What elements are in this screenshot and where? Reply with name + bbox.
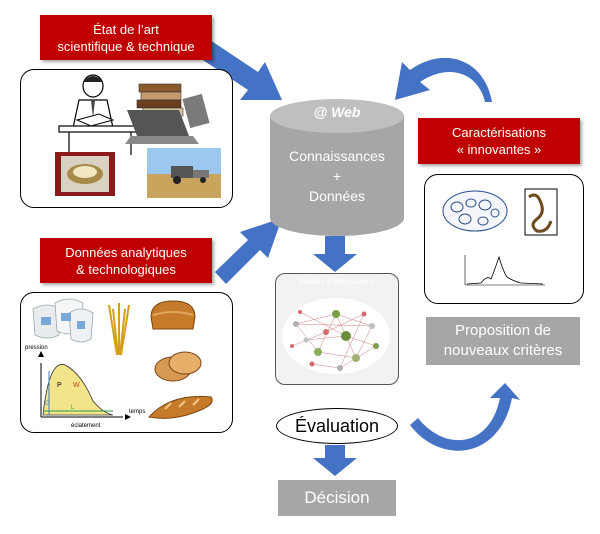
cylinder-shape [270, 99, 404, 236]
arrow-etat-to-web [200, 40, 282, 100]
donnees-panel: pression temps éclatement P W L G [20, 292, 233, 433]
caracterisations-box: Caractérisations « innovantes » [418, 118, 580, 164]
proposition-line2: nouveaux critères [443, 342, 563, 359]
web-label: @ Web [313, 104, 361, 120]
etat-label-line1: État de l’art [93, 21, 159, 37]
etat-illustrations [55, 74, 221, 198]
fiber-image [524, 188, 558, 236]
carac-illustrations [442, 188, 558, 286]
etat-label-line2: scientifique & technique [57, 38, 195, 54]
books-laptop-illustration [125, 83, 210, 144]
wheat-illustration [108, 303, 130, 356]
p-label: P [57, 382, 62, 389]
carac-label-line1: Caractérisations [452, 125, 546, 140]
evaluation-node: Évaluation [276, 408, 398, 444]
proposition-line1: Proposition de [455, 322, 551, 339]
eclatement-label: éclatement [71, 423, 101, 429]
bread-loaf [150, 300, 196, 330]
lab-photo [55, 152, 115, 196]
w-label: W [73, 382, 80, 389]
spectrum-chart [464, 255, 545, 286]
harvest-photo [147, 148, 221, 198]
microstructure-illustration [442, 190, 508, 232]
cylinder-text: Connaissances + Données [268, 146, 406, 206]
pression-label: pression [25, 345, 48, 351]
flour-bags-illustration [32, 298, 94, 343]
arrow-eval-to-decision [313, 445, 357, 476]
evaluation-label: Évaluation [294, 415, 380, 436]
decision-label: Décision [304, 488, 370, 507]
donnees-label-line2: & technologiques [76, 261, 176, 277]
donnees-label-line1: Données analytiques [65, 244, 187, 260]
connaissances-label: Connaissances [289, 148, 385, 164]
plus-label: + [332, 168, 342, 184]
donnees-cyl-label: Données [308, 188, 366, 204]
caracterisations-panel [424, 174, 584, 304]
etat-panel [20, 69, 233, 208]
alveograph-chart: pression temps éclatement P W L G [25, 345, 145, 429]
donnees-illustrations: pression temps éclatement P W L G [25, 298, 213, 429]
model-box: Modèle d’interactions [275, 273, 399, 385]
curved-arrow-bottom [410, 383, 520, 451]
model-label: Modèle d’interactions [298, 277, 375, 286]
network-graph [282, 298, 390, 374]
network-nodes [290, 310, 379, 371]
baguette [148, 395, 213, 419]
g-label: G [45, 401, 50, 407]
l-label: L [71, 405, 75, 411]
decision-box: Décision [278, 480, 396, 516]
carac-label-line2: « innovantes » [456, 142, 542, 157]
temps-label: temps [129, 409, 145, 415]
biscuits [154, 351, 202, 382]
arrow-donnees-to-web [215, 218, 282, 284]
etat-de-lart-box: État de l’art scientifique & technique [40, 15, 212, 60]
knowledge-cylinder: @ Web Connaissances + Données [268, 98, 406, 238]
arrow-web-to-model [313, 236, 357, 272]
proposition-box: Proposition de nouveaux critères [426, 317, 580, 365]
donnees-analytiques-box: Données analytiques & technologiques [40, 238, 212, 283]
curved-arrow-top [395, 57, 492, 102]
